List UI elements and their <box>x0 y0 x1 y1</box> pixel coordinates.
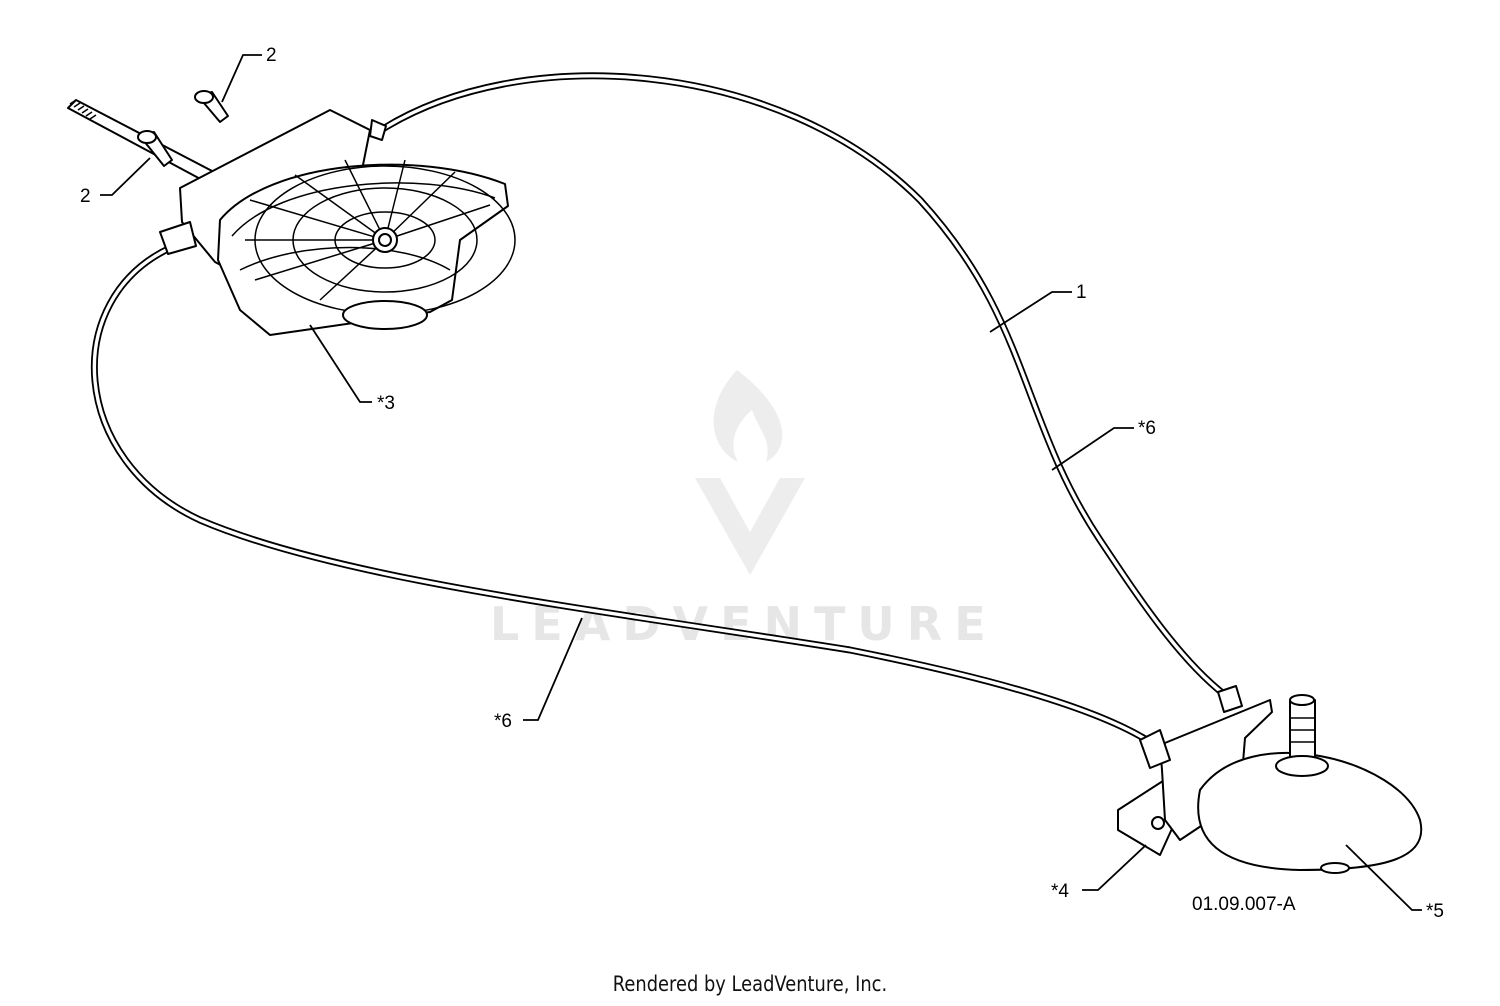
drawing-number: 01.09.007-A <box>1192 894 1296 915</box>
callout-6-right: *6 <box>1138 418 1156 439</box>
callout-3: *3 <box>377 393 395 414</box>
leader-lines <box>100 54 1422 911</box>
callout-1: 1 <box>1076 282 1087 303</box>
v-mark-icon <box>695 478 805 575</box>
bolt-lower <box>137 130 173 167</box>
shift-plate-assembly <box>159 109 516 336</box>
callout-4: *4 <box>1051 881 1069 902</box>
watermark-logo <box>695 370 805 575</box>
callout-5: *5 <box>1426 901 1444 922</box>
callout-6-left: *6 <box>494 711 512 732</box>
footer-credit: Rendered by LeadVenture, Inc. <box>612 972 888 996</box>
flame-icon <box>713 370 783 462</box>
callout-2-lower: 2 <box>80 186 91 207</box>
callout-2-upper: 2 <box>266 45 277 66</box>
bolt-upper <box>194 90 229 123</box>
lower-bracket-assembly <box>1117 685 1423 874</box>
cable-loop <box>90 72 1229 746</box>
